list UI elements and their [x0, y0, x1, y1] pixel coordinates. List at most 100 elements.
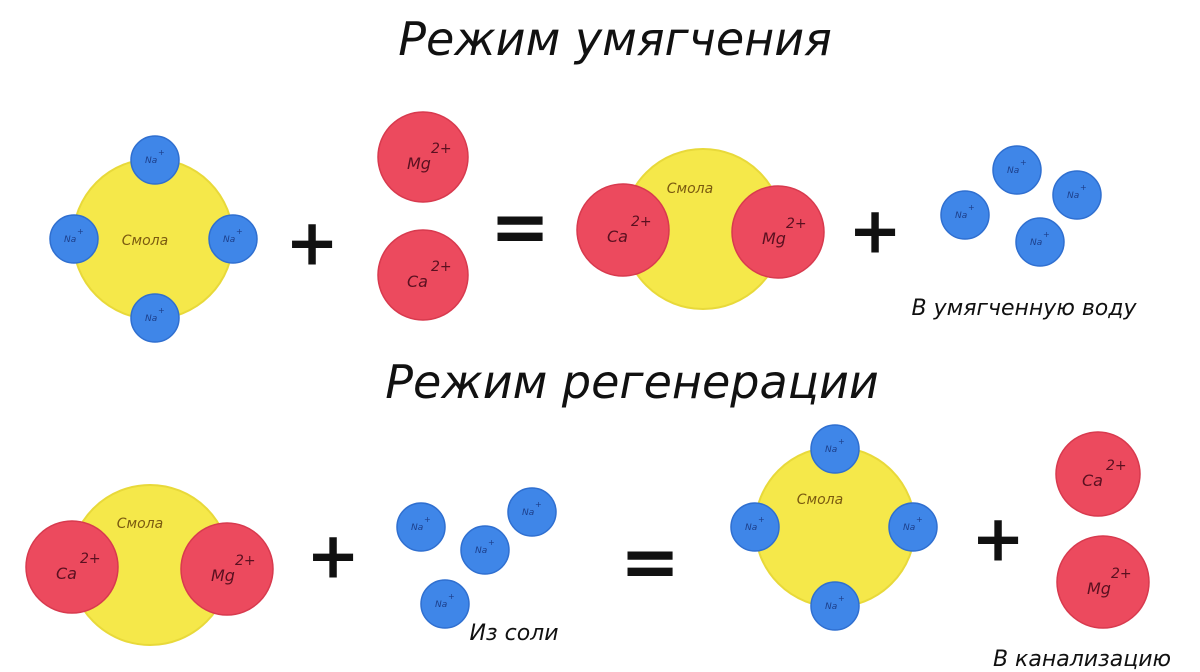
sodium-symbol: Na [411, 523, 423, 533]
calcium-symbol: Ca [407, 272, 428, 291]
sodium-symbol: Na [1030, 238, 1042, 248]
sodium-symbol: Na [825, 445, 837, 455]
calcium-ion: Ca2+ [25, 520, 119, 614]
sodium-ions-from-salt: Na+ Na+ Na+ Na+ [396, 487, 557, 629]
sodium-ion-circle [810, 424, 860, 474]
sodium-ion-circle [730, 502, 780, 552]
sodium-symbol: Na [435, 600, 447, 610]
sodium-ion-circle [130, 135, 180, 185]
sodium-charge: + [916, 515, 923, 524]
sodium-ion: Na+ [810, 424, 860, 474]
sodium-charge: + [535, 500, 542, 509]
magnesium-ion-circle [180, 522, 274, 616]
resin-label: Смола [797, 492, 843, 508]
calcium-charge: 2+ [80, 551, 101, 567]
sodium-charge: + [838, 594, 845, 603]
calcium-ion-circle [576, 183, 670, 277]
sodium-symbol: Na [903, 523, 915, 533]
sodium-charge: + [838, 437, 845, 446]
calcium-symbol: Ca [56, 564, 77, 583]
sodium-ion-circle [460, 525, 510, 575]
magnesium-ion-circle [731, 185, 825, 279]
softening-resin-loaded-with-sodium: Смола Na+ Na+ Na+ Na+ [49, 135, 258, 343]
magnesium-symbol: Mg [762, 229, 786, 248]
plus-sign: + [306, 520, 360, 594]
released-hardness-ions: Ca2+ Mg2+ [1055, 431, 1150, 629]
regenerated-resin-loaded-with-sodium: Смола Na+ Na+ Na+ Na+ [730, 424, 938, 631]
sodium-ion: Na+ [460, 525, 510, 575]
sodium-ion-circle [49, 214, 99, 264]
sodium-symbol: Na [825, 602, 837, 612]
calcium-symbol: Ca [607, 227, 628, 246]
sodium-symbol: Na [1007, 166, 1019, 176]
sodium-ion-circle [420, 579, 470, 629]
sodium-ion: Na+ [810, 581, 860, 631]
magnesium-charge: 2+ [235, 553, 256, 569]
from-salt-caption: Из соли [469, 621, 558, 646]
sodium-symbol: Na [145, 314, 157, 324]
magnesium-symbol: Mg [407, 154, 431, 173]
sodium-ion-circle [130, 293, 180, 343]
sodium-ion: Na+ [730, 502, 780, 552]
resin-label: Смола [122, 233, 168, 249]
sodium-ion-circle [940, 190, 990, 240]
sodium-charge: + [158, 306, 165, 315]
sodium-charge: + [158, 148, 165, 157]
calcium-ion: Ca2+ [1055, 431, 1141, 517]
sodium-charge: + [448, 592, 455, 601]
magnesium-charge: 2+ [786, 216, 807, 232]
sodium-ion: Na+ [130, 135, 180, 185]
softening-resin-loaded-with-hardness: Смола Ca2+ Mg2+ [576, 148, 825, 310]
sodium-ion: Na+ [420, 579, 470, 629]
magnesium-symbol: Mg [211, 566, 235, 585]
sodium-charge: + [1080, 183, 1087, 192]
resin-label: Смола [667, 181, 713, 197]
calcium-ion: Ca2+ [377, 229, 469, 321]
magnesium-symbol: Mg [1087, 579, 1111, 598]
sodium-charge: + [77, 227, 84, 236]
calcium-ion-circle [1055, 431, 1141, 517]
sodium-ion-circle [1015, 217, 1065, 267]
magnesium-charge: 2+ [1111, 566, 1132, 582]
sodium-ion: Na+ [130, 293, 180, 343]
sodium-ion: Na+ [940, 190, 990, 240]
sodium-symbol: Na [1067, 191, 1079, 201]
sodium-ion-circle [810, 581, 860, 631]
sodium-symbol: Na [955, 211, 967, 221]
sodium-symbol: Na [145, 156, 157, 166]
sodium-charge: + [1043, 230, 1050, 239]
released-sodium-ions: Na+ Na+ Na+ Na+ [940, 145, 1102, 267]
sodium-charge: + [488, 538, 495, 547]
sodium-ion-circle [992, 145, 1042, 195]
sodium-ion: Na+ [1052, 170, 1102, 220]
sodium-ion-circle [208, 214, 258, 264]
sodium-symbol: Na [475, 546, 487, 556]
sodium-symbol: Na [522, 508, 534, 518]
regeneration-mode-title: Режим регенерации [385, 355, 879, 409]
magnesium-ion-circle [1056, 535, 1150, 629]
sodium-ion-circle [1052, 170, 1102, 220]
sodium-ion: Na+ [992, 145, 1042, 195]
sodium-ion: Na+ [888, 502, 938, 552]
magnesium-ion: Mg2+ [180, 522, 274, 616]
sodium-ion: Na+ [49, 214, 99, 264]
magnesium-ion: Mg2+ [731, 185, 825, 279]
calcium-symbol: Ca [1082, 471, 1103, 490]
magnesium-charge: 2+ [431, 141, 452, 157]
calcium-charge: 2+ [1106, 458, 1127, 474]
sodium-symbol: Na [64, 235, 76, 245]
sodium-symbol: Na [223, 235, 235, 245]
to-soft-water-caption: В умягченную воду [912, 296, 1138, 321]
equals-sign: = [620, 520, 680, 604]
sodium-ion-circle [888, 502, 938, 552]
equals-sign: = [490, 185, 550, 269]
calcium-ion: Ca2+ [576, 183, 670, 277]
sodium-ion: Na+ [396, 502, 446, 552]
magnesium-ion: Mg2+ [377, 111, 469, 203]
softening-mode-title: Режим умягчения [398, 12, 832, 66]
calcium-ion-circle [25, 520, 119, 614]
plus-sign: + [285, 207, 339, 281]
plus-sign: + [848, 195, 902, 269]
